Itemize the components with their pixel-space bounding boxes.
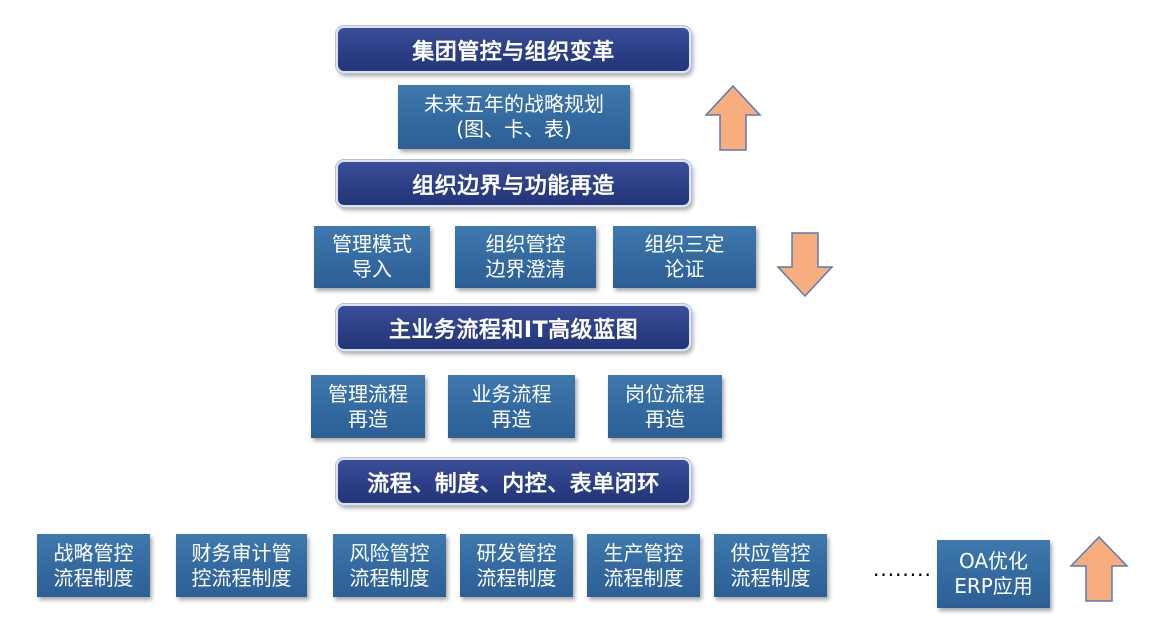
bottom-box-rnd-line2: 流程制度 <box>476 565 557 590</box>
process-box-business-line2: 再造 <box>491 406 532 431</box>
bottom-box-production: 生产管控 流程制度 <box>587 534 700 597</box>
process-box-position-line2: 再造 <box>645 406 685 431</box>
bottom-box-supply: 供应管控 流程制度 <box>714 534 827 597</box>
bottom-box-rnd-line1: 研发管控 <box>476 540 557 565</box>
bottom-box-risk-line2: 流程制度 <box>349 565 430 590</box>
bottom-box-finance-audit-line1: 财务审计管 <box>191 540 292 565</box>
oa-erp-line2: ERP应用 <box>954 574 1033 598</box>
header-main-process: 主业务流程和IT高级蓝图 <box>336 304 691 351</box>
process-box-mgmt-line1: 管理流程 <box>328 381 408 406</box>
header-closed-loop: 流程、制度、内控、表单闭环 <box>336 458 691 505</box>
process-box-mgmt-line2: 再造 <box>348 406 388 431</box>
oa-erp-box: OA优化 ERP应用 <box>937 540 1050 608</box>
org-box-mgmt-mode-line1: 管理模式 <box>332 232 412 256</box>
bottom-box-finance-audit-line2: 控流程制度 <box>191 565 292 590</box>
header-org-boundary-label: 组织边界与功能再造 <box>412 173 615 199</box>
oa-erp-line1: OA优化 <box>958 549 1029 573</box>
bottom-box-finance-audit: 财务审计管 控流程制度 <box>176 534 307 597</box>
org-box-boundary-line2: 边界澄清 <box>485 257 566 281</box>
header-group-control-label: 集团管控与组织变革 <box>412 39 615 65</box>
strategy-plan-line1: 未来五年的战略规划 <box>424 92 604 116</box>
org-box-three-set: 组织三定 论证 <box>613 226 756 288</box>
bottom-box-supply-line2: 流程制度 <box>730 565 811 590</box>
bottom-box-rnd: 研发管控 流程制度 <box>460 534 573 597</box>
process-box-business-line1: 业务流程 <box>471 381 552 406</box>
arrow-up-icon <box>1069 535 1129 602</box>
org-box-mgmt-mode: 管理模式 导入 <box>314 226 430 288</box>
bottom-box-strategy-line1: 战略管控 <box>53 540 134 565</box>
org-box-boundary-line1: 组织管控 <box>485 232 566 256</box>
header-main-process-label: 主业务流程和IT高级蓝图 <box>388 317 639 343</box>
header-org-boundary: 组织边界与功能再造 <box>336 160 691 207</box>
ellipsis: ........ <box>873 557 932 581</box>
strategy-plan-box: 未来五年的战略规划 (图、卡、表) <box>398 85 630 149</box>
strategy-plan-line2: (图、卡、表) <box>456 117 572 141</box>
header-group-control: 集团管控与组织变革 <box>336 26 691 73</box>
process-box-mgmt: 管理流程 再造 <box>311 375 425 438</box>
bottom-box-risk-line1: 风险管控 <box>349 540 430 565</box>
bottom-box-supply-line1: 供应管控 <box>730 540 811 565</box>
process-box-position: 岗位流程 再造 <box>608 375 722 438</box>
process-box-business: 业务流程 再造 <box>448 375 575 438</box>
org-box-three-set-line1: 组织三定 <box>644 232 725 256</box>
bottom-box-strategy: 战略管控 流程制度 <box>37 534 150 597</box>
org-box-mgmt-mode-line2: 导入 <box>352 257 392 281</box>
org-box-boundary: 组织管控 边界澄清 <box>455 226 596 288</box>
bottom-box-risk: 风险管控 流程制度 <box>333 534 446 597</box>
arrow-up-icon <box>704 84 762 151</box>
org-box-three-set-line2: 论证 <box>664 257 705 281</box>
header-closed-loop-label: 流程、制度、内控、表单闭环 <box>367 471 660 497</box>
arrow-down-icon <box>776 232 834 298</box>
bottom-box-production-line1: 生产管控 <box>603 540 684 565</box>
process-box-position-line1: 岗位流程 <box>625 381 705 406</box>
bottom-box-strategy-line2: 流程制度 <box>53 565 134 590</box>
bottom-box-production-line2: 流程制度 <box>603 565 684 590</box>
